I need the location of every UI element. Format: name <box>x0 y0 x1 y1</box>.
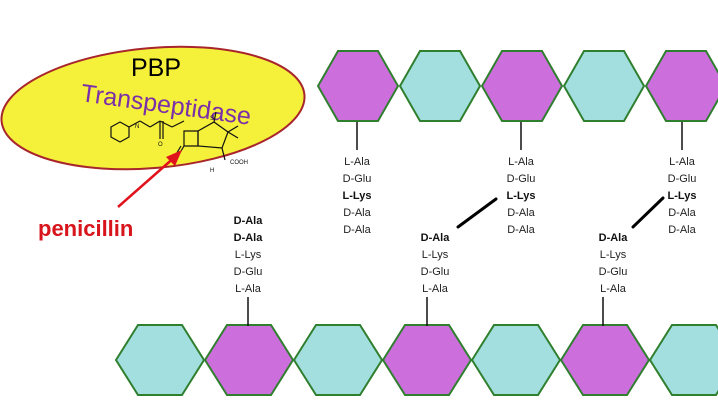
penicillin-structure-icon <box>110 111 239 161</box>
molecule-label-cooh: COOH <box>230 160 248 166</box>
top-magenta-sugar-1 <box>316 50 400 122</box>
top-cyan-sugar-2 <box>398 50 482 122</box>
bottom-stem-1-residue-3: L-Lys <box>235 249 262 261</box>
bottom-cyan-sugar-7 <box>648 324 718 396</box>
top-stem-3-residue-4: D-Ala <box>668 207 696 219</box>
enzyme-title: PBP <box>131 54 181 82</box>
bottom-stem-3-residue-1: D-Ala <box>599 232 629 244</box>
bottom-stem-3-residue-2: L-Lys <box>600 249 627 261</box>
bottom-stem-1-residue-4: D-Glu <box>234 266 263 278</box>
crosslink-bonds <box>456 196 665 229</box>
bottom-magenta-sugar-2 <box>203 324 295 396</box>
top-stem-3-residue-3: L-Lys <box>668 190 697 202</box>
top-cyan-sugar-4 <box>562 50 646 122</box>
top-magenta-sugar-5 <box>644 50 718 122</box>
bottom-stem-3-residue-4: L-Ala <box>600 283 627 295</box>
molecule-label-h: H <box>210 168 214 174</box>
crosslink-bond-1 <box>456 197 498 229</box>
top-stem-2-residue-1: L-Ala <box>508 156 535 168</box>
pbp-enzyme: PBP Transpeptidase N S COOH O O H <box>0 45 306 174</box>
top-stem-1-residue-4: D-Ala <box>343 207 371 219</box>
bottom-cyan-sugar-1 <box>114 324 206 396</box>
bottom-magenta-sugar-4 <box>381 324 473 396</box>
enzyme-ellipse <box>0 45 306 171</box>
bottom-stem-2-residue-3: D-Glu <box>421 266 450 278</box>
bottom-stem-2-residue-2: L-Lys <box>422 249 449 261</box>
bottom-stem-1-residue-5: L-Ala <box>235 283 262 295</box>
bottom-stem-2-residue-4: L-Ala <box>422 283 449 295</box>
top-stem-1-residue-3: L-Lys <box>343 190 372 202</box>
top-magenta-sugar-3 <box>480 50 564 122</box>
top-stem-3-residue-1: L-Ala <box>669 156 696 168</box>
bottom-stem-1-residue-1: D-Ala <box>234 215 264 227</box>
molecule-label-o1: O <box>158 142 163 148</box>
bottom-stem-2-residue-1: D-Ala <box>421 232 451 244</box>
top-stem-2-residue-3: L-Lys <box>507 190 536 202</box>
top-stem-1-residue-2: D-Glu <box>343 173 372 185</box>
bottom-stem-3-residue-3: D-Glu <box>599 266 628 278</box>
top-glycan-strand <box>316 50 718 122</box>
stem-connectors <box>247 122 683 326</box>
molecule-label-nh: N <box>135 124 139 130</box>
top-stem-2-residue-2: D-Glu <box>507 173 536 185</box>
top-stem-1-residue-5: D-Ala <box>343 224 371 236</box>
penicillin-label: penicillin <box>38 216 133 241</box>
top-stem-3-residue-5: D-Ala <box>668 224 696 236</box>
bottom-cyan-sugar-3 <box>292 324 384 396</box>
top-stem-2-residue-5: D-Ala <box>507 224 535 236</box>
bottom-stem-1-residue-2: D-Ala <box>234 232 264 244</box>
bottom-magenta-sugar-6 <box>559 324 651 396</box>
molecule-label-s: S <box>210 116 214 122</box>
bottom-cyan-sugar-5 <box>470 324 562 396</box>
crosslink-bond-2 <box>631 196 665 229</box>
top-stem-3-residue-2: D-Glu <box>668 173 697 185</box>
top-stem-1-residue-1: L-Ala <box>344 156 371 168</box>
bottom-glycan-strand <box>114 324 718 396</box>
red-arrow-icon <box>117 150 182 208</box>
top-stem-2-residue-4: D-Ala <box>507 207 535 219</box>
